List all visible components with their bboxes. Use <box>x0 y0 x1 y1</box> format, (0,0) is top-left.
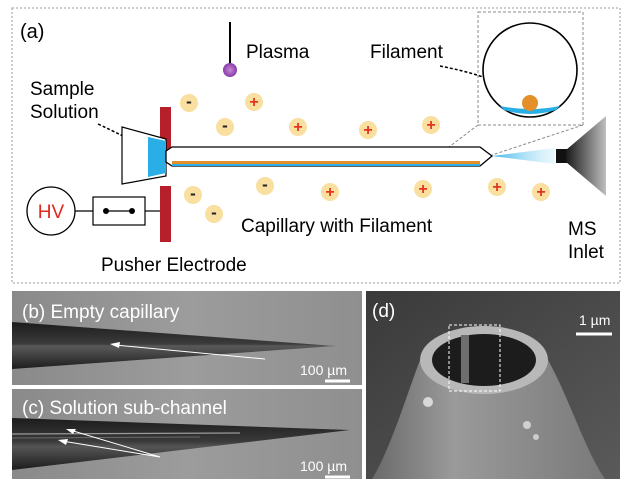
negative-ion <box>184 186 202 204</box>
plasma-label: Plasma <box>246 42 310 63</box>
plus-sign: + <box>293 119 302 136</box>
ms-label-line2: Inlet <box>568 242 605 263</box>
plasma-glow <box>223 63 237 77</box>
positive-ion <box>488 178 506 196</box>
plus-sign: + <box>492 179 501 196</box>
capillary-liquid <box>172 163 480 166</box>
positive-ion <box>289 118 307 136</box>
plus-sign: + <box>325 184 334 201</box>
panel-b-scale-label: 100 µm <box>300 362 347 378</box>
panel-b-capillary <box>12 322 335 369</box>
capillary-filament <box>172 161 480 164</box>
pusher-electrode-bottom <box>160 186 171 242</box>
minus-sign: - <box>262 175 268 194</box>
negative-ion <box>256 177 274 195</box>
plus-sign: + <box>418 181 427 198</box>
panel-c-scale-label: 100 µm <box>300 458 347 474</box>
panel-c-subchannel <box>11 432 241 435</box>
positive-ion <box>414 180 432 198</box>
panel-c-pointer-1 <box>69 429 161 458</box>
panel-c-subchannel-edge <box>11 436 201 439</box>
hv-label: HV <box>38 202 65 223</box>
zoom-line-right <box>491 124 584 156</box>
minus-sign: - <box>211 203 217 222</box>
negative-ion <box>205 205 223 223</box>
panel-c-pointer-head-2 <box>58 439 68 445</box>
panel-d-particle-3 <box>533 434 539 440</box>
ions-layer: -+-+++--++++- <box>180 92 550 223</box>
panel-d-label: (d) <box>372 301 395 322</box>
ms-label-line1: MS <box>568 219 597 240</box>
positive-ion <box>359 121 377 139</box>
positive-ion <box>532 183 550 201</box>
negative-ion <box>216 118 234 136</box>
panel-d-tip-opening <box>432 334 536 386</box>
plus-sign: + <box>363 122 372 139</box>
minus-sign: - <box>186 92 192 111</box>
panel-b-pointer <box>114 344 266 360</box>
positive-ion <box>321 183 339 201</box>
pusher-electrode-label: Pusher Electrode <box>101 255 247 276</box>
minus-sign: - <box>222 116 228 135</box>
plus-sign: + <box>426 117 435 134</box>
sample-arrow <box>97 123 141 147</box>
positive-ion <box>245 93 263 111</box>
minus-sign: - <box>190 184 196 203</box>
panel-d-scale-label: 1 µm <box>579 312 610 328</box>
negative-ion <box>180 94 198 112</box>
sample-label-line2: Solution <box>30 102 99 123</box>
panel-d-particle-2 <box>523 421 531 429</box>
panel-c-label: (c) Solution sub-channel <box>22 398 227 419</box>
zoom-line-left <box>444 124 479 151</box>
electrospray-plume <box>492 148 555 164</box>
panel-d-zoom-box <box>448 324 501 392</box>
panel-d-particle-1 <box>423 397 433 407</box>
plus-sign: + <box>536 184 545 201</box>
capillary-label: Capillary with Filament <box>241 216 433 237</box>
sample-solution-fill <box>148 137 166 177</box>
panel-a-label: (a) <box>20 21 44 43</box>
panel-b-label: (b) Empty capillary <box>22 302 180 323</box>
panel-d-filament <box>461 335 469 383</box>
panel-d-tip-body <box>372 360 605 479</box>
pusher-electrode-top <box>160 107 171 155</box>
plus-sign: + <box>249 94 258 111</box>
cross-section-circle <box>482 22 578 118</box>
panel-c-pointer-head-1 <box>66 429 76 434</box>
zoom-box <box>477 11 584 126</box>
cross-section-filament <box>522 95 538 111</box>
sample-label-line1: Sample <box>30 79 94 100</box>
filament-label: Filament <box>370 42 444 63</box>
panel-b-pointer-head <box>110 342 120 348</box>
panel-c-capillary <box>12 418 350 470</box>
ms-inlet-cone <box>566 116 606 196</box>
positive-ion <box>422 116 440 134</box>
panel-c-pointer-2 <box>61 440 161 458</box>
